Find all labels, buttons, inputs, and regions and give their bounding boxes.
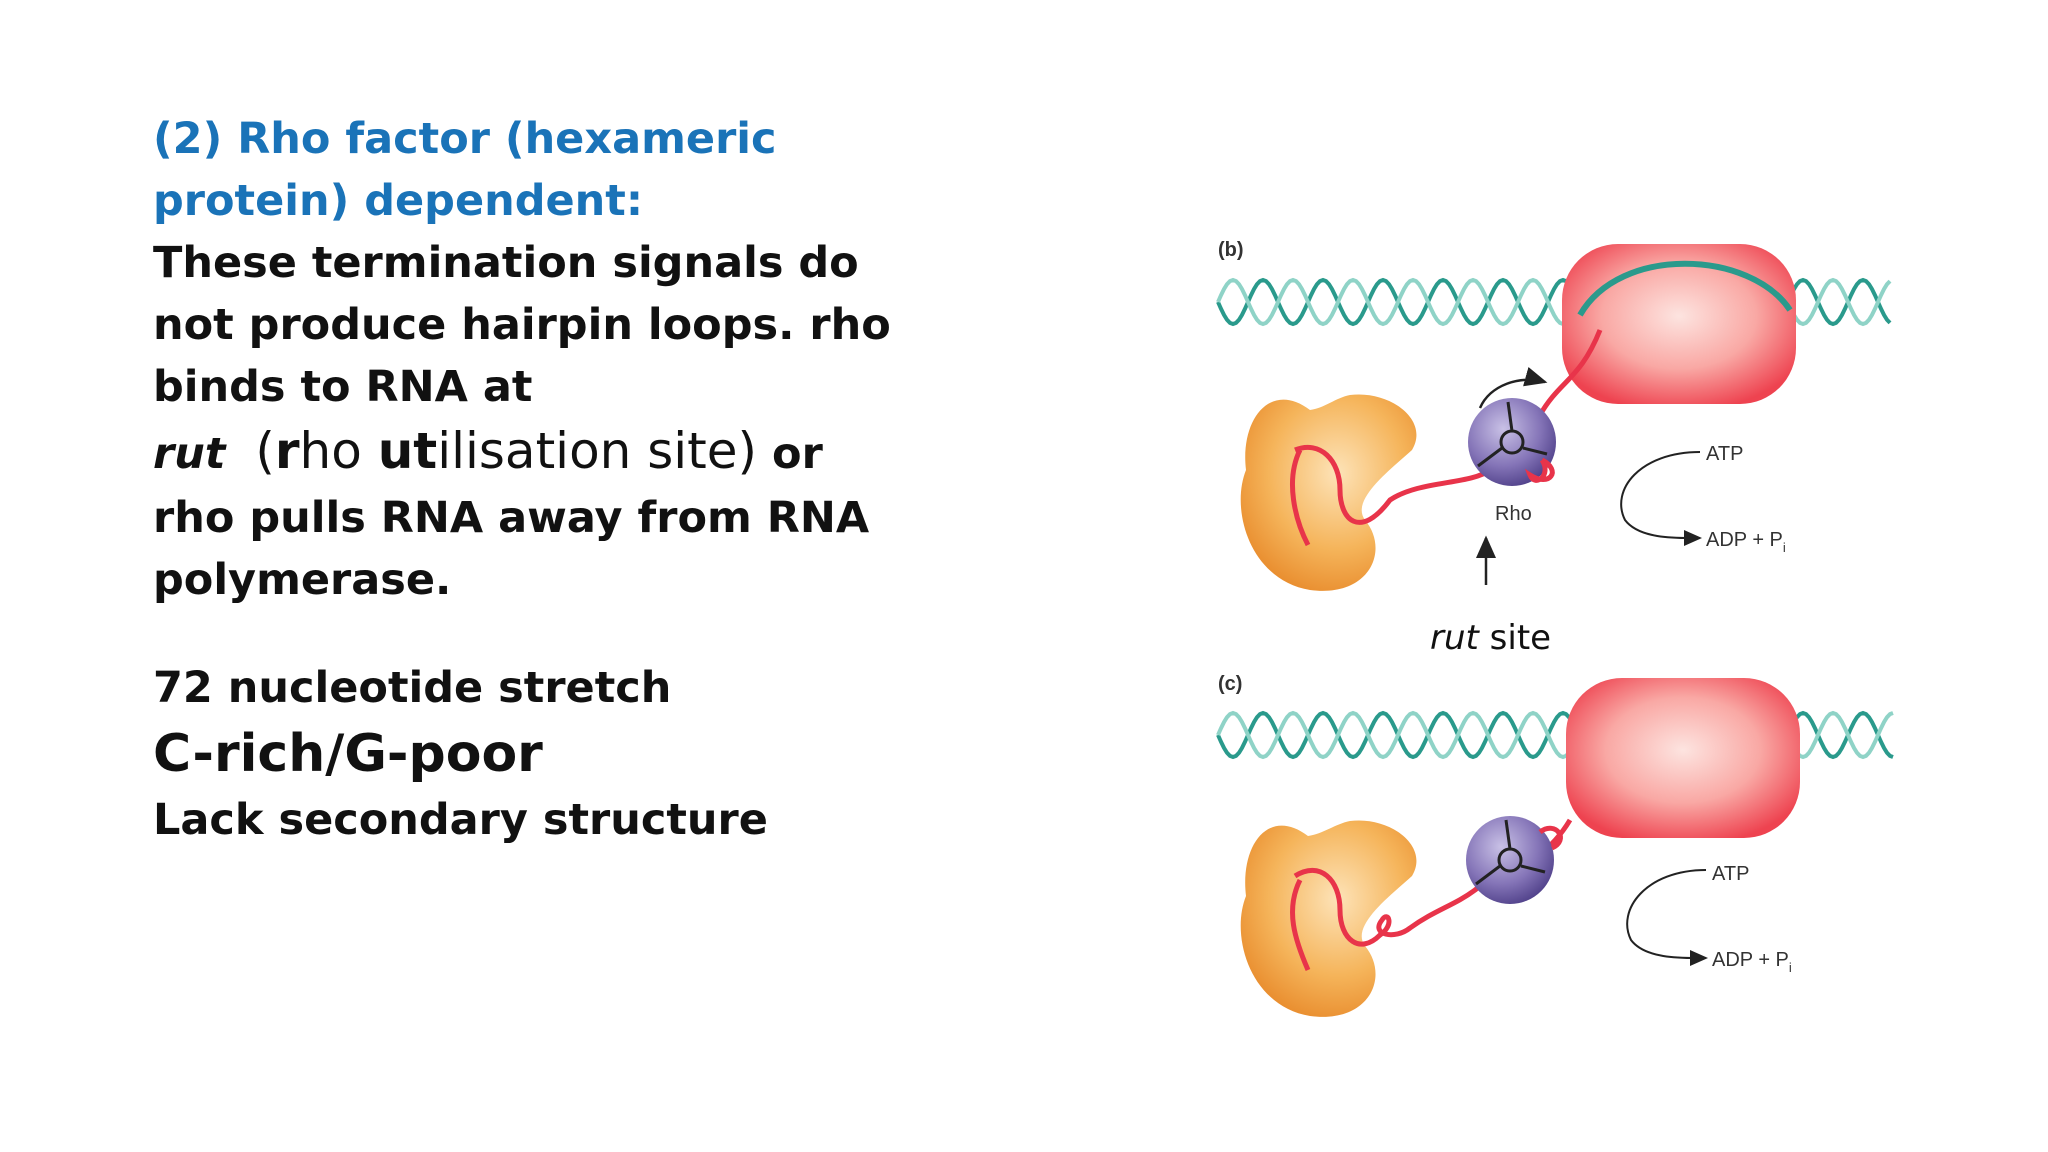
adp-label-c: ADP + Pi (1712, 949, 1792, 975)
panel-c-label: (c) (1218, 673, 1242, 695)
rho-rotation-arrow (1478, 366, 1548, 409)
rna-polymerase-b (1562, 244, 1796, 404)
mrna-b (1289, 329, 1603, 547)
rho-protein-b (1468, 398, 1556, 486)
rut-expansion: (rho utilisation site) (255, 422, 758, 480)
line-secondary: Lack secondary structure (153, 795, 768, 845)
rut-or: or (757, 429, 823, 479)
ribosome-b (1240, 394, 1417, 591)
atp-hydrolysis-b: ATP ADP + Pi (1620, 443, 1786, 555)
rho-protein-c (1466, 816, 1563, 904)
dna-inside-polymerase-b (1577, 260, 1793, 317)
figure-svg: (b) Rho ATP ADP (1216, 239, 1894, 1017)
ribosome-c (1240, 820, 1417, 1017)
rut-line: rut (rho utilisation site) or (153, 418, 913, 487)
rna-polymerase-c (1566, 678, 1800, 838)
heading: (2) Rho factor (hexameric protein) depen… (153, 114, 777, 226)
rut-italic: rut (153, 429, 226, 479)
adp-label-b: ADP + Pi (1706, 529, 1786, 555)
panel-b-label: (b) (1218, 239, 1244, 261)
rut-site-caption: rut site (1430, 618, 1552, 658)
line-nucleotide: 72 nucleotide stretch (153, 663, 672, 713)
atp-label-b: ATP (1706, 443, 1743, 465)
text-block: (2) Rho factor (hexameric protein) depen… (153, 108, 913, 853)
atp-label-c: ATP (1712, 863, 1749, 885)
atp-hydrolysis-c: ATP ADP + Pi (1626, 863, 1792, 975)
line-crich: C-rich/G-poor (153, 724, 543, 784)
paragraph-1: These termination signals do not produce… (153, 238, 891, 412)
paragraph-2: rho pulls RNA away from RNA polymerase. (153, 493, 870, 605)
rho-termination-figure: (b) Rho ATP ADP (1190, 220, 1920, 1040)
rho-label: Rho (1495, 503, 1532, 525)
